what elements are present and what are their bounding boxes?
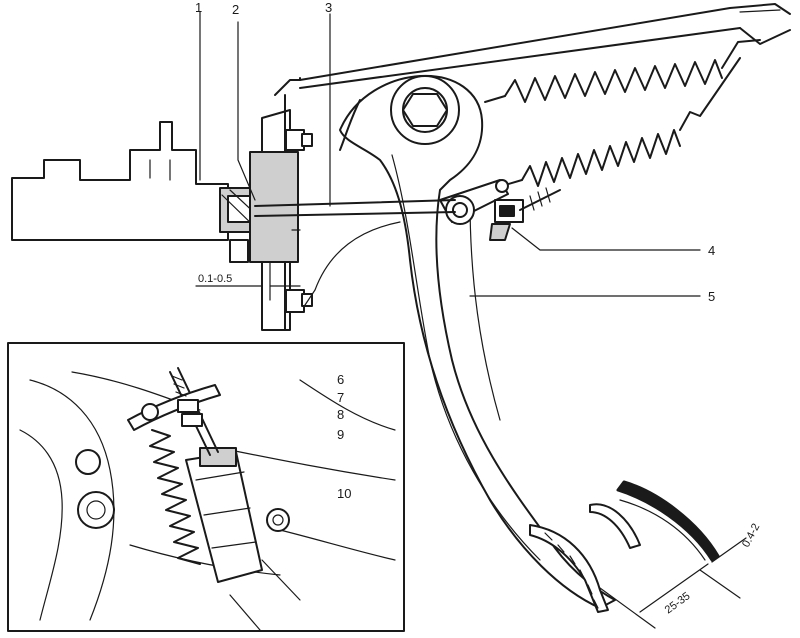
free-play-label: 0.4-2 [740,522,762,550]
dimension-lines [195,261,747,629]
lower-spring [521,129,681,187]
callout-3: 3 [325,0,332,15]
pedal-frame [299,3,791,89]
callout-7: 7 [337,390,344,405]
return-springs [484,39,761,187]
adjusting-screw [489,187,561,241]
upper-spring [504,59,723,103]
callout-2: 2 [232,2,239,17]
pivot-nut [402,93,448,127]
inset-detail [7,342,405,632]
push-rod [254,199,456,306]
master-cylinder [11,121,261,241]
mounting-bracket [229,77,313,331]
callout-9: 9 [337,427,344,442]
pedal-pad [529,480,720,613]
callout-labels: 1 2 3 4 5 6 7 8 9 10 [195,0,715,501]
gap-dimension-label: 0.1-0.5 [198,273,232,285]
clutch-pedal-lever [339,74,616,609]
callout-5: 5 [708,289,715,304]
callout-6: 6 [337,372,344,387]
callout-8: 8 [337,407,344,422]
callout-1: 1 [195,0,202,15]
pedal-travel-label: 25-35 [663,590,693,616]
callout-4: 4 [708,243,715,258]
callout-10: 10 [337,486,351,501]
